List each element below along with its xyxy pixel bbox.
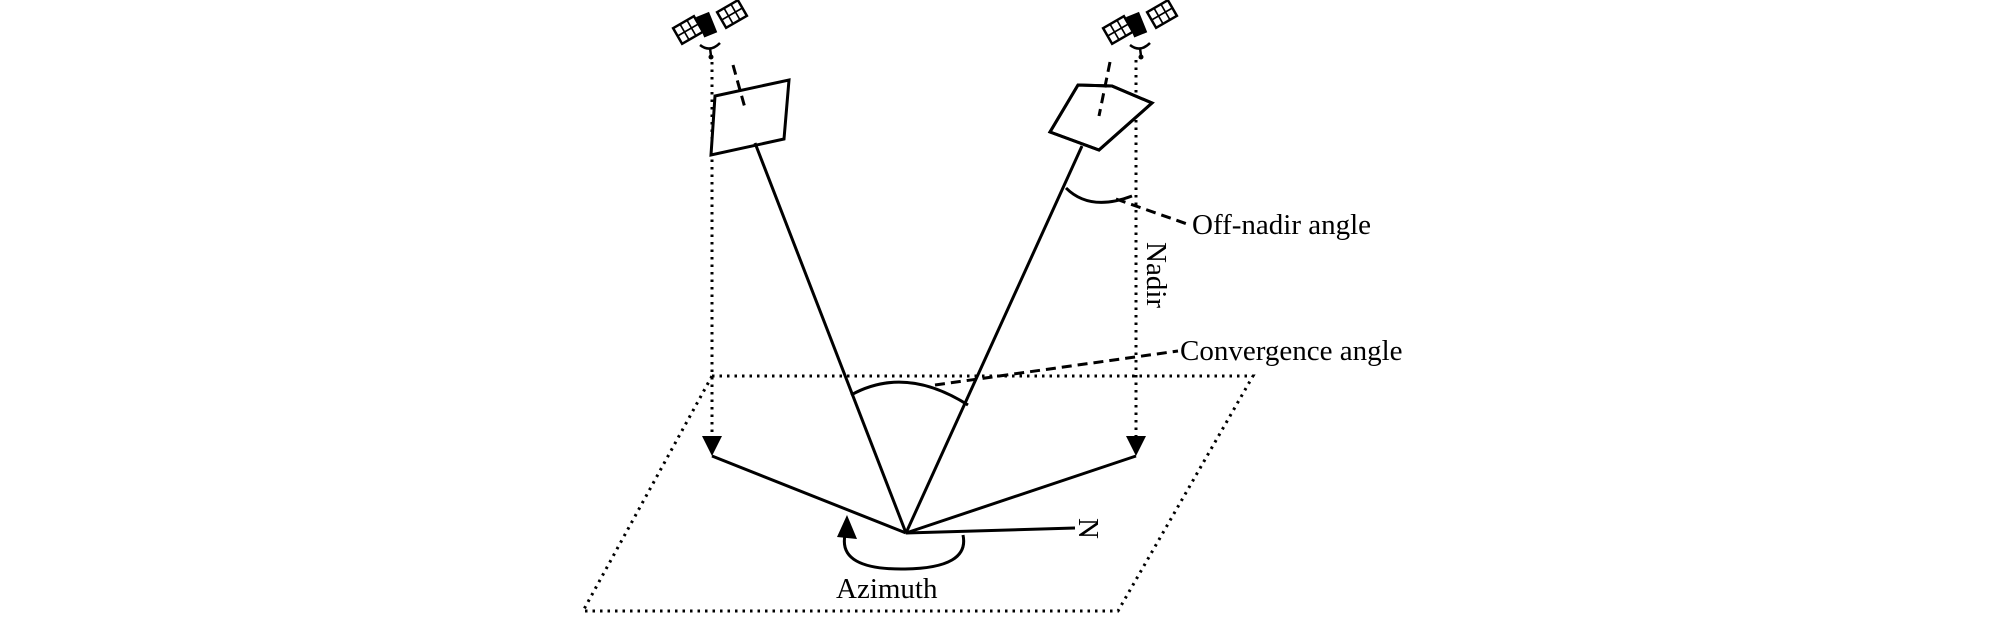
convergence-angle-arc: [850, 380, 969, 407]
nadir-label: Nadir: [1140, 242, 1172, 308]
convergence-leader: [934, 349, 1179, 387]
azimuth-label: Azimuth: [836, 573, 938, 605]
left-sat-beam: [731, 64, 747, 109]
satellite-icon: [1101, 0, 1179, 61]
off-nadir-angle-arc: [1064, 186, 1133, 204]
ground-plane: [580, 374, 1256, 613]
azimuth-arrowhead: [837, 515, 857, 539]
north-label: N: [1072, 518, 1104, 539]
off-nadir-leader: [1115, 197, 1191, 227]
right-line-of-sight: [904, 145, 1084, 534]
satellite-icon: [671, 0, 749, 61]
azimuth-arc: [842, 534, 966, 571]
convergence-angle-label: Convergence angle: [1180, 335, 1403, 367]
right-sat-beam: [1097, 61, 1112, 117]
left-nadir-arrowhead: [702, 436, 722, 456]
off-nadir-angle-label: Off-nadir angle: [1192, 209, 1371, 241]
right-ground-ray: [905, 454, 1137, 535]
left-line-of-sight: [753, 142, 908, 534]
north-line: [905, 526, 1076, 535]
left-ground-ray: [711, 454, 907, 535]
left-sensor-footprint: [709, 78, 791, 157]
right-nadir-arrowhead: [1126, 436, 1146, 456]
